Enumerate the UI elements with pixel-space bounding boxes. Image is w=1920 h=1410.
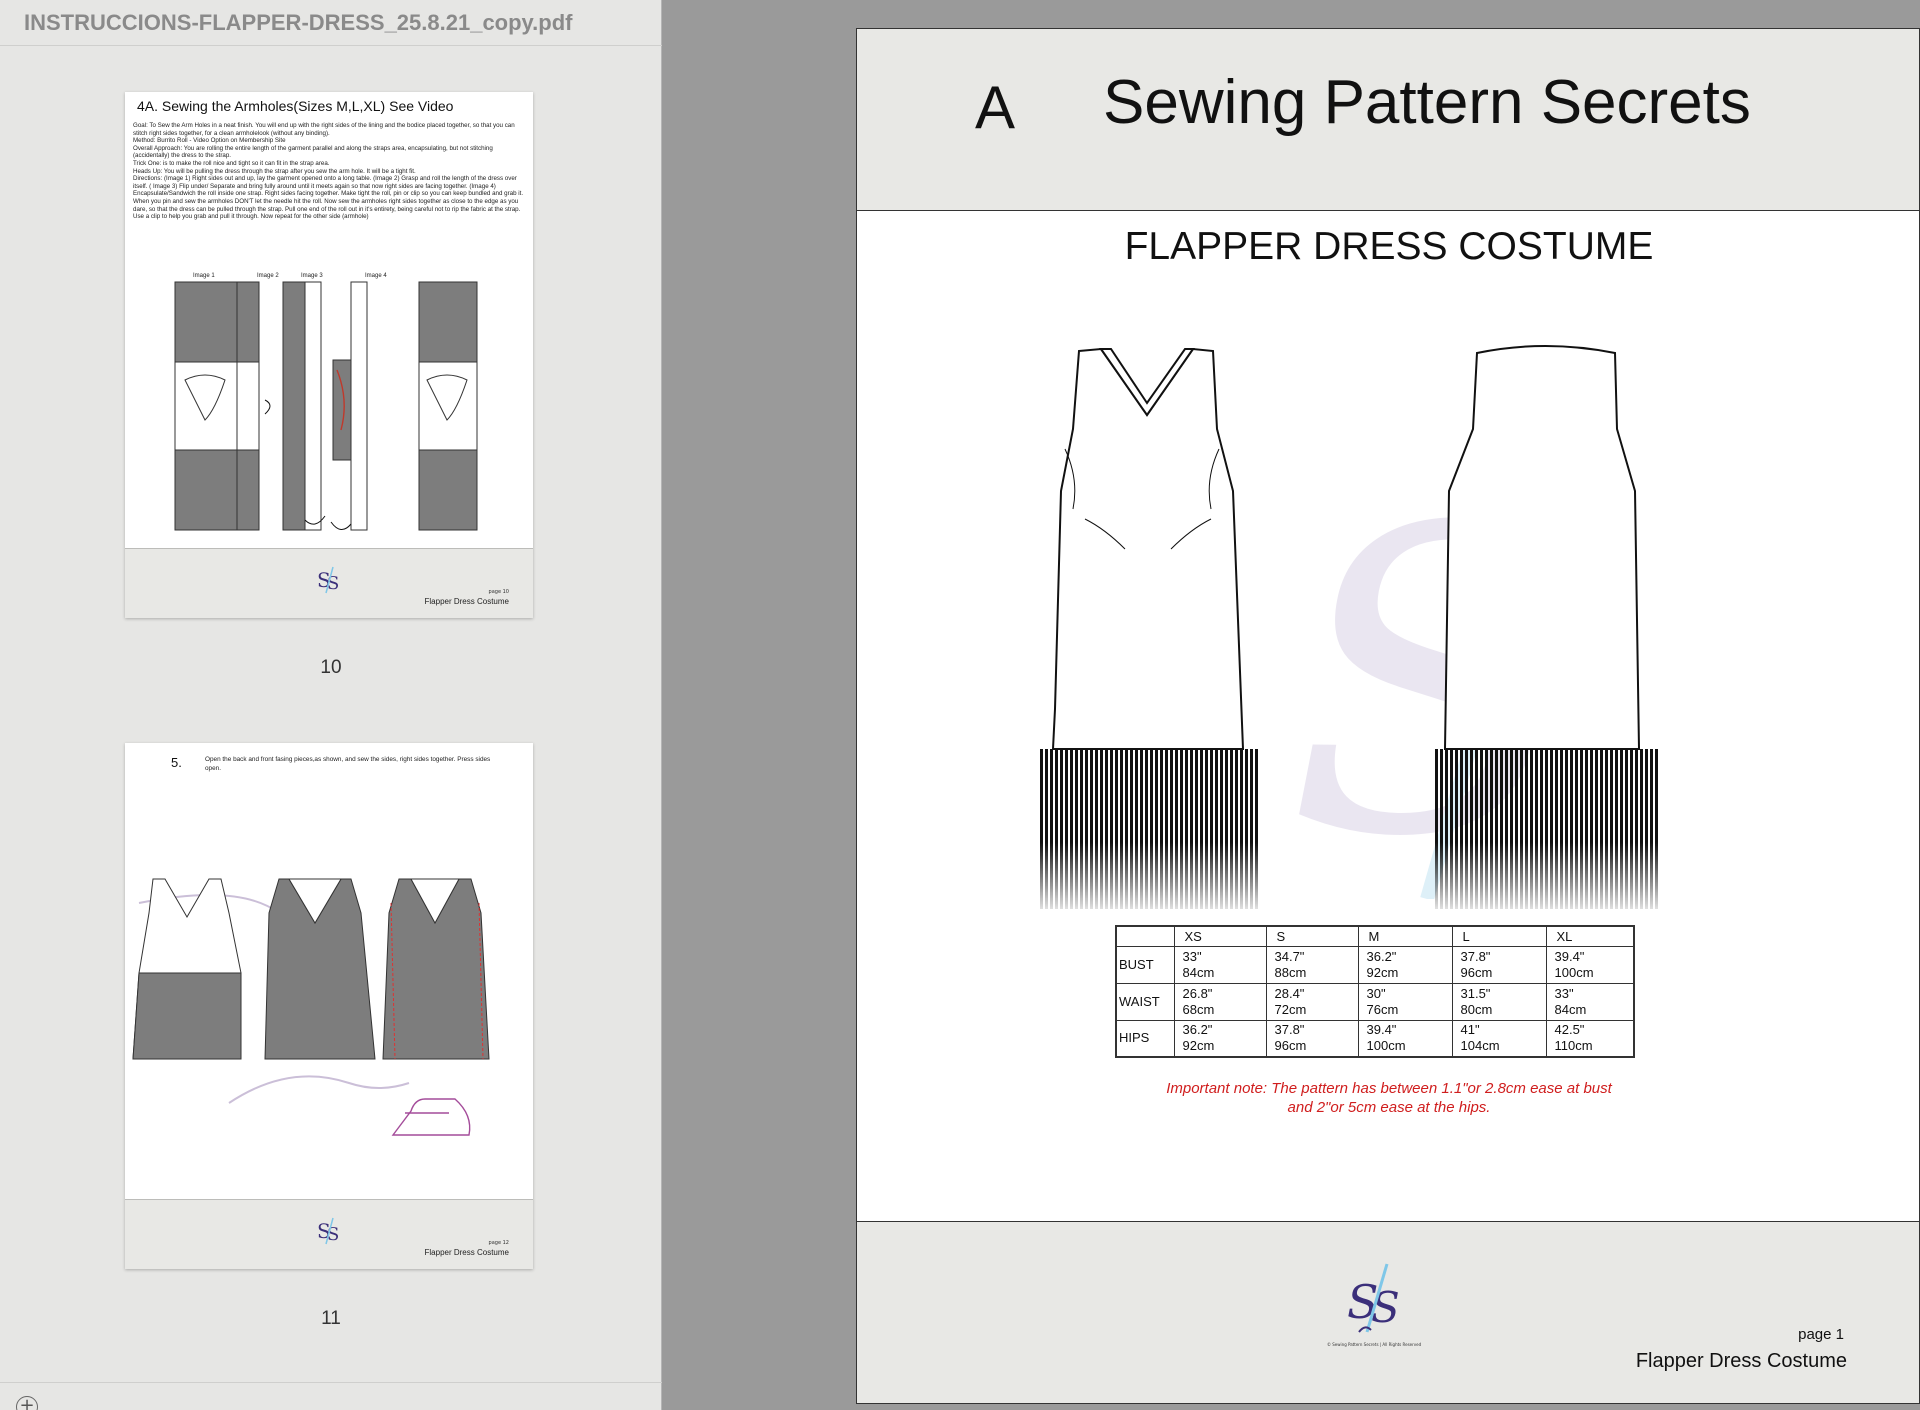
table-cell: 42.5"110cm <box>1545 1019 1635 1058</box>
svg-text:S: S <box>1347 1275 1379 1329</box>
dress-back-fringe <box>1433 749 1659 909</box>
thumb-heading: 4A. Sewing the Armholes(Sizes M,L,XL) Se… <box>137 98 454 114</box>
size-header-cell: XS <box>1173 925 1267 947</box>
thumb-body-text: Goal: To Sew the Arm Holes in a neat fin… <box>133 122 525 221</box>
thumbnail-page-number: 11 <box>321 1308 341 1329</box>
table-cell: 30"76cm <box>1357 982 1453 1021</box>
page-thumbnail-10[interactable]: 4A. Sewing the Armholes(Sizes M,L,XL) Se… <box>125 92 533 618</box>
side-seam-diagram <box>132 878 490 1136</box>
table-cell: 33"84cm <box>1545 982 1635 1021</box>
page-thumbnail-11[interactable]: 5. Open the back and front fasing pieces… <box>125 743 533 1269</box>
thumb-image-label: Image 3 <box>301 273 323 279</box>
thumb-line-directions: Directions: (Image 1) Right sides out an… <box>133 175 524 221</box>
row-label: WAIST <box>1115 982 1175 1021</box>
thumb-step-text: Open the back and front fasing pieces,as… <box>205 756 491 772</box>
footer-document-name: Flapper Dress Costume <box>1635 1350 1847 1372</box>
document-title: INSTRUCCIONS-FLAPPER-DRESS_25.8.21_copy.… <box>24 10 573 35</box>
thumb-image-label: Image 2 <box>257 273 279 279</box>
table-cell: 36.2"92cm <box>1357 945 1453 984</box>
thumb-footer-name: Flapper Dress Costume <box>424 1248 509 1257</box>
plus-circle-icon[interactable]: + <box>16 1396 38 1410</box>
table-cell: 31.5"80cm <box>1451 982 1547 1021</box>
table-row: BUST 33"84cm 34.7"88cm 36.2"92cm 37.8"96… <box>1115 945 1635 984</box>
important-note-line: Important note: The pattern has between … <box>1166 1080 1612 1097</box>
size-header-cell: L <box>1451 925 1547 947</box>
dress-front-fringe <box>1039 749 1259 909</box>
footer-copyright: © Sewing Pattern Secrets | All Rights Re… <box>1327 1342 1422 1347</box>
thumb-image-label: Image 4 <box>365 273 387 279</box>
thumb-footer: S S page 12 Flapper Dress Costume <box>125 1199 533 1269</box>
row-label: BUST <box>1115 945 1175 984</box>
sps-logo-icon: S S <box>1347 1263 1400 1333</box>
table-cell: 33"84cm <box>1173 945 1267 984</box>
table-cell: 28.4"72cm <box>1265 982 1359 1021</box>
table-cell: 41"104cm <box>1451 1019 1547 1058</box>
thumbnail-sidebar: INSTRUCCIONS-FLAPPER-DRESS_25.8.21_copy.… <box>0 0 662 1410</box>
footer-page-number: page 1 <box>1798 1326 1844 1343</box>
thumb-footer: S S page 10 Flapper Dress Costume <box>125 548 533 618</box>
table-cell: 34.7"88cm <box>1265 945 1359 984</box>
table-row: HIPS 36.2"92cm 37.8"96cm 39.4"100cm 41"1… <box>1115 1019 1635 1058</box>
size-chart-table: XS S M L XL BUST 33"84cm 34.7"88cm 36.2"… <box>1115 925 1635 1058</box>
thumb-line-goal: Goal: To Sew the Arm Holes in a neat fin… <box>133 122 515 137</box>
table-cell: 36.2"92cm <box>1173 1019 1267 1058</box>
thumb-line-method: Method: Burrito Roll - Video Option on M… <box>133 137 286 145</box>
thumb-image-label: Image 1 <box>193 273 215 279</box>
thumb-line-trick: Trick One: is to make the roll nice and … <box>133 159 330 167</box>
dress-front <box>1051 347 1245 750</box>
thumb-footer-page: page 10 <box>488 589 509 595</box>
table-row: WAIST 26.8"68cm 28.4"72cm 30"76cm 31.5"8… <box>1115 982 1635 1021</box>
dress-back <box>1443 345 1641 750</box>
thumbnail-page-number: 10 <box>320 657 342 678</box>
page-header: A Sewing Pattern Secrets <box>857 29 1919 211</box>
pdf-page-1: A Sewing Pattern Secrets FLAPPER DRESS C… <box>856 28 1920 1404</box>
sps-logo-icon: S S <box>317 1217 339 1245</box>
thumb-footer-name: Flapper Dress Costume <box>424 597 509 606</box>
size-header-cell: S <box>1265 925 1359 947</box>
thumb-line-headsup: Heads Up: You will be pulling the dress … <box>133 167 416 175</box>
table-cell: 39.4"100cm <box>1545 945 1635 984</box>
svg-text:S: S <box>1371 1283 1400 1332</box>
size-header-cell: M <box>1357 925 1453 947</box>
iron-icon <box>391 1098 471 1136</box>
table-cell: 37.8"96cm <box>1265 1019 1359 1058</box>
armhole-roll-diagram <box>174 281 478 531</box>
row-label: HIPS <box>1115 1019 1175 1058</box>
header-title: Sewing Pattern Secrets <box>1103 68 1751 137</box>
sps-logo-icon: S S <box>317 566 339 594</box>
thumb-footer-page: page 12 <box>488 1240 509 1246</box>
flapper-dress-illustration <box>1039 345 1659 909</box>
table-cell: 39.4"100cm <box>1357 1019 1453 1058</box>
table-cell: 37.8"96cm <box>1451 945 1547 984</box>
important-note-line: and 2"or 5cm ease at the hips. <box>1287 1099 1491 1116</box>
table-cell: 26.8"68cm <box>1173 982 1267 1021</box>
page-footer: S S © Sewing Pattern Secrets | All Right… <box>857 1221 1919 1403</box>
size-header-cell: XL <box>1545 925 1635 947</box>
size-header-row: XS S M L XL <box>1115 925 1635 947</box>
document-title-bar: INSTRUCCIONS-FLAPPER-DRESS_25.8.21_copy.… <box>0 0 662 46</box>
thumb-step-number: 5. <box>171 755 182 770</box>
sidebar-bottom-bar <box>0 1382 662 1410</box>
costume-title: FLAPPER DRESS COSTUME <box>1124 225 1654 268</box>
header-section-letter: A <box>975 74 1016 141</box>
important-note: Important note: The pattern has between … <box>857 1079 1920 1117</box>
size-header-cell <box>1115 925 1175 947</box>
thumb-line-approach: Overall Approach: You are rolling the en… <box>133 144 493 160</box>
